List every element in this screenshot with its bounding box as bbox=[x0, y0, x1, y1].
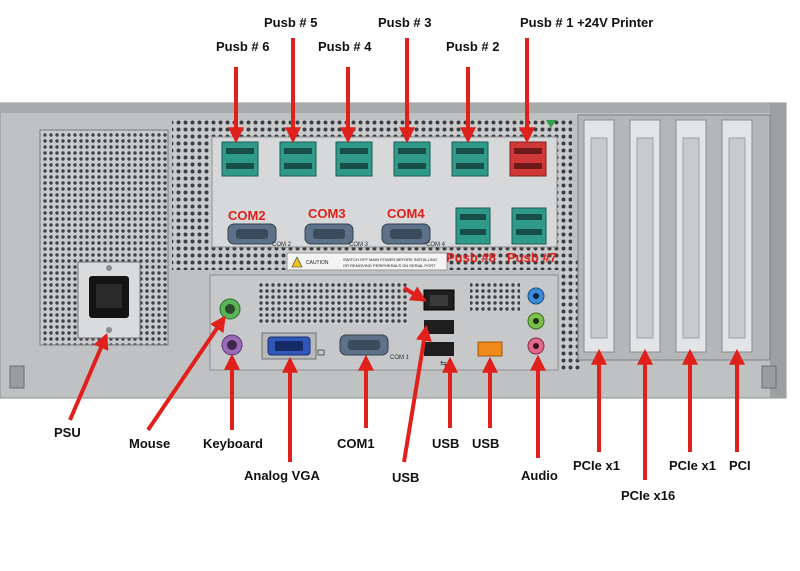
com4-silkscreen: COM 4 bbox=[426, 242, 446, 248]
pusb-6-port bbox=[221, 141, 259, 177]
warning-triangle-icon bbox=[291, 256, 303, 268]
com4-connector bbox=[381, 223, 431, 245]
caution-line-1: SWITCH OFF MAIN POWER BEFORE INSTALLING bbox=[343, 257, 437, 262]
pusb1-label: Pusb # 1 +24V Printer bbox=[520, 15, 654, 30]
mouse-label: Mouse bbox=[129, 436, 171, 451]
com1-socket bbox=[348, 340, 380, 350]
com1-label: COM1 bbox=[337, 436, 375, 451]
usb-orange-port bbox=[477, 341, 503, 357]
usb-rear-port-2 bbox=[424, 342, 454, 356]
pcie-x1-slot-a bbox=[583, 119, 615, 353]
arrow-lan bbox=[402, 286, 427, 302]
audio-mic-hole bbox=[533, 343, 539, 349]
psu-screw-top-icon bbox=[106, 265, 112, 271]
ps2-mouse-socket bbox=[225, 304, 235, 314]
pusb3-label: Pusb # 3 bbox=[378, 15, 432, 30]
arrow-mouse bbox=[146, 315, 226, 432]
pusb-7-port bbox=[511, 207, 547, 245]
right-foot bbox=[761, 365, 777, 389]
pcie-x16-label: PCIe x16 bbox=[621, 488, 676, 503]
monitor-icon bbox=[317, 349, 325, 356]
caution-sticker bbox=[286, 252, 448, 271]
pusb-3-port bbox=[393, 141, 431, 177]
left-foot bbox=[9, 365, 25, 389]
com2-silkscreen: COM 2 bbox=[272, 242, 292, 248]
arrow-usb-rear bbox=[402, 324, 432, 463]
pusb2-label: Pusb # 2 bbox=[446, 39, 500, 54]
lan-socket bbox=[430, 295, 448, 306]
usb-rear-label: USB bbox=[392, 470, 420, 485]
pusb-2-port bbox=[451, 141, 489, 177]
pusb-8-port bbox=[455, 207, 491, 245]
usb-a-label: USB bbox=[432, 436, 460, 451]
pusb6-label: Pusb # 6 bbox=[216, 39, 270, 54]
com3-label: COM3 bbox=[308, 206, 346, 221]
com4-label: COM4 bbox=[387, 206, 425, 221]
pusb-5-port bbox=[279, 141, 317, 177]
com3-connector bbox=[304, 223, 354, 245]
pcie-x1-b-label: PCIe x1 bbox=[669, 458, 716, 473]
pusb7-label: Pusb #7 bbox=[507, 250, 557, 265]
com3-silkscreen: COM 3 bbox=[349, 242, 369, 248]
pci-slot bbox=[721, 119, 753, 353]
pusb4-label: Pusb # 4 bbox=[318, 39, 372, 54]
pusb-4-port bbox=[335, 141, 373, 177]
chassis-right-edge bbox=[770, 103, 786, 398]
pusb-1-port bbox=[509, 141, 547, 177]
psu-label: PSU bbox=[54, 425, 81, 440]
caution-line-2: OR REMOVING PERIPHERALS ON SERIAL PORT bbox=[343, 263, 436, 268]
vga-socket bbox=[275, 341, 303, 351]
audio-line-in-hole bbox=[533, 293, 539, 299]
pcie-x1-slot-b bbox=[675, 119, 707, 353]
ps2-keyboard-socket bbox=[227, 340, 237, 350]
pusb8-label: Pusb #8 bbox=[446, 250, 496, 265]
io-shield-vent bbox=[258, 282, 408, 324]
usb-symbol-icon: ⇆ bbox=[440, 359, 447, 368]
keyboard-label: Keyboard bbox=[203, 436, 263, 451]
com1-silkscreen: COM 1 bbox=[390, 355, 410, 361]
com2-label: COM2 bbox=[228, 208, 266, 223]
usb-b-label: USB bbox=[472, 436, 500, 451]
io-vent-grille bbox=[560, 260, 580, 370]
pci-label: PCI bbox=[729, 458, 751, 473]
chassis-top-edge bbox=[0, 103, 786, 113]
pusb5-label: Pusb # 5 bbox=[264, 15, 318, 30]
audio-line-out-hole bbox=[533, 318, 539, 324]
usb-rear-port-1 bbox=[424, 320, 454, 334]
triangle-marker-icon bbox=[546, 120, 556, 128]
pcie-x1-a-label: PCIe x1 bbox=[573, 458, 620, 473]
psu-screw-bottom-icon bbox=[106, 327, 112, 333]
com2-connector bbox=[227, 223, 277, 245]
psu-inlet-pins bbox=[96, 284, 122, 308]
caution-title: CAUTION bbox=[306, 260, 329, 266]
arrow-psu bbox=[68, 333, 109, 421]
vga-label: Analog VGA bbox=[244, 468, 320, 483]
pcie-x16-slot bbox=[629, 119, 661, 353]
io-shield-vent-2 bbox=[470, 282, 520, 312]
audio-label: Audio bbox=[521, 468, 558, 483]
